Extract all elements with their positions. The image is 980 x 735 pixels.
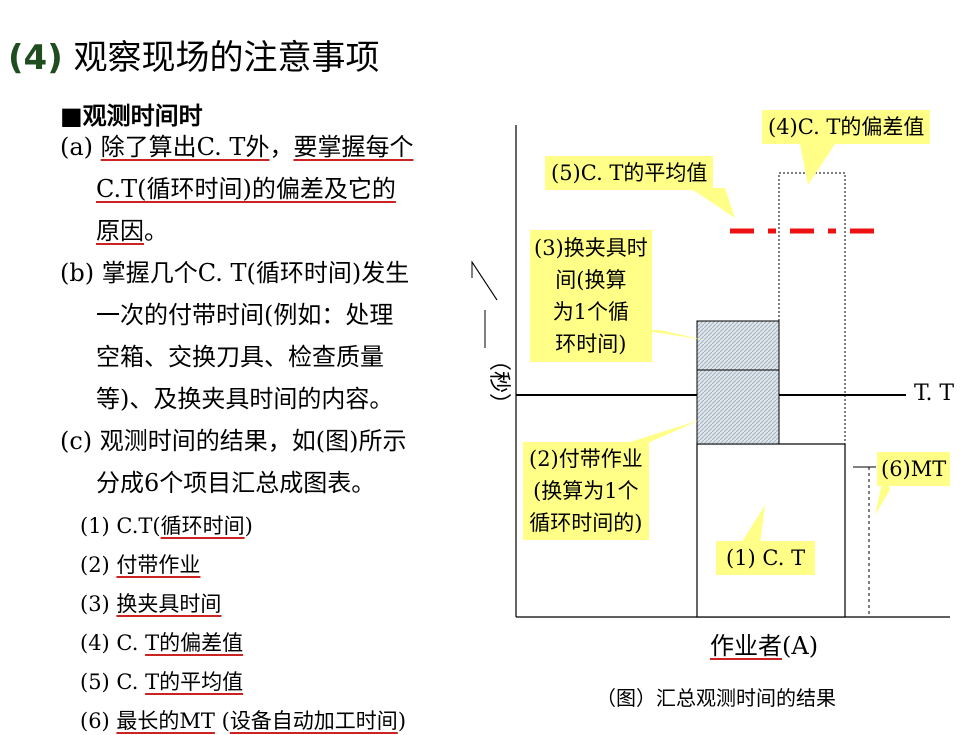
callout-changeover-line2: 间(换算: [555, 268, 627, 292]
list-item: (1) C.T(循环时间): [80, 510, 253, 540]
callout-mt: (6)MT: [877, 452, 951, 486]
callout-changeover-line3: 为1个循: [552, 300, 630, 324]
list-item: (4) C. T的偏差值: [80, 627, 243, 657]
callout-3-pointer: [640, 330, 705, 340]
callout-5-pointer: [690, 188, 735, 218]
item-suffix: ): [244, 514, 253, 538]
y-axis-label: （秒）: [486, 348, 512, 416]
callout-4-pointer: [800, 144, 835, 185]
page-title: (4) 观察现场的注意事项: [8, 30, 380, 79]
callout-incidental-line3: 循环时间的): [529, 511, 643, 535]
item-underlined: 付带作业: [116, 553, 201, 577]
x-axis-label: 作业者(A): [710, 626, 818, 661]
para-c-line1: (c) 观测时间的结果，如(图)所示: [60, 427, 407, 455]
callout-changeover: (3)换夹具时 间(换算 为1个循 环时间): [530, 230, 652, 362]
para-a-line3: 原因。: [96, 210, 168, 252]
incidental-work-segment: [696, 369, 780, 445]
callout-incidental-line1: (2)付带作业: [529, 447, 643, 471]
variation-box: [778, 172, 846, 444]
item-prefix: (2): [80, 553, 117, 577]
item-underlined: 最长的MT: [116, 709, 215, 733]
para-a-line1: (a) 除了算出C. T外，要掌握每个: [60, 126, 413, 168]
x-axis-label-post: (A): [782, 632, 819, 660]
x-axis-label-ul: 作业者: [710, 632, 782, 660]
para-a-ul2: 要掌握每个: [293, 133, 414, 161]
section-subtitle: ■观测时间时: [60, 102, 203, 130]
callout-average: (5)C. T的平均值: [545, 156, 714, 190]
para-a-ul4: 原因: [96, 217, 144, 245]
item-prefix: (5) C.: [80, 670, 146, 694]
para-a-line2: C.T(循环时间)的偏差及它的: [96, 168, 396, 210]
para-c-line2: 分成6个项目汇总成图表。: [96, 469, 376, 497]
callout-ct: (1) C. T: [716, 541, 816, 575]
figure-caption: （图）汇总观测时间的结果: [596, 686, 836, 710]
ct-bar: [696, 443, 846, 618]
item-prefix: (6): [80, 709, 117, 733]
para-b-line4: 等)、及换夹具时间的内容。: [96, 385, 394, 413]
callout-2-pointer: [630, 420, 700, 442]
item-underlined: 循环时间: [160, 514, 245, 538]
callout-changeover-line1: (3)换夹具时: [534, 236, 648, 260]
para-b-line3: 空箱、交换刀具、检查质量: [96, 343, 384, 371]
item-underlined: 换夹具时间: [116, 592, 222, 616]
callout-incidental-line2: (换算为1个: [533, 479, 639, 503]
changeover-segment: [696, 320, 780, 371]
para-b-line2: 一次的付带时间(例如：处理: [96, 301, 394, 329]
list-item: (3) 换夹具时间: [80, 588, 221, 618]
item-underlined-2: 设备自动加工时间: [229, 709, 398, 733]
item-prefix: (3): [80, 592, 117, 616]
item-prefix: (4) C.: [80, 631, 146, 655]
callout-incidental: (2)付带作业 (换算为1个 循环时间的): [523, 442, 649, 540]
title-text: 观察现场的注意事项: [62, 38, 380, 78]
tt-label: T. T: [914, 381, 955, 406]
para-a-comma: ，: [269, 133, 294, 161]
list-item: (5) C. T的平均值: [80, 666, 243, 696]
para-a-ul1: 除了算出C. T外: [100, 133, 270, 161]
para-a-period: 。: [144, 217, 168, 245]
item-underlined: T的平均值: [145, 670, 244, 694]
para-a-prefix: (a): [60, 133, 101, 161]
item-prefix: (1) C.T(: [80, 514, 161, 538]
list-item: (2) 付带作业: [80, 549, 200, 579]
title-number: (4): [8, 38, 63, 78]
para-b-line1: (b) 掌握几个C. T(循环时间)发生: [60, 259, 410, 287]
para-a-ul3: C.T(循环时间)的偏差及它的: [96, 175, 396, 203]
item-underlined: T的偏差值: [145, 631, 244, 655]
callout-deviation: (4)C. T的偏差值: [762, 110, 931, 144]
callout-1-pointer: [740, 505, 765, 545]
list-item: (6) 最长的MT (设备自动加工时间): [80, 709, 407, 733]
callout-changeover-line4: 环时间): [555, 332, 627, 356]
